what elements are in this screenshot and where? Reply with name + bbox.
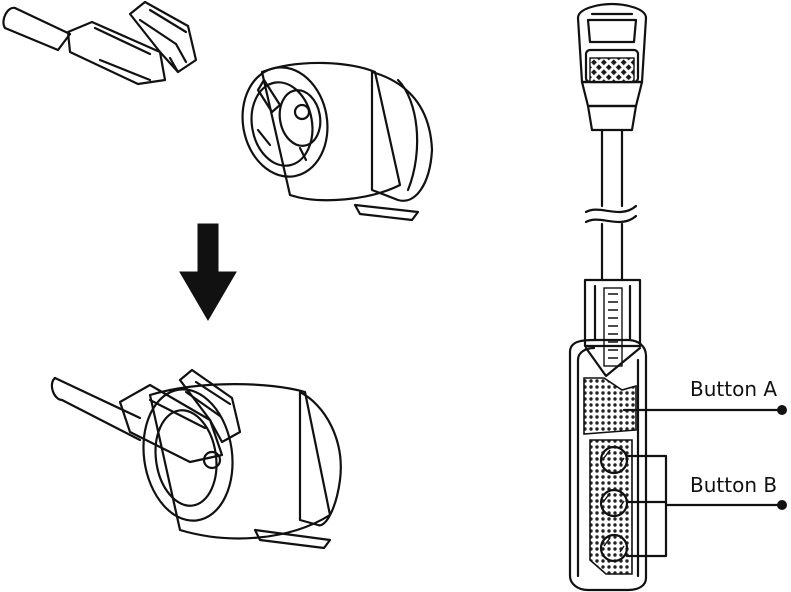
button-b-callout: Button B	[625, 454, 787, 558]
button-a-marker	[777, 405, 787, 415]
button-a-callout: Button A	[622, 377, 787, 415]
button-b-marker	[777, 500, 787, 510]
assembled-flashlight-icon	[50, 368, 342, 550]
button-b-label: Button B	[690, 473, 777, 497]
down-arrow-icon	[179, 223, 237, 321]
remote-pressure-switch-icon	[568, 2, 648, 592]
button-a-label: Button A	[690, 377, 777, 401]
flashlight-tailcap-icon	[241, 61, 434, 222]
cable-plug-icon	[2, 0, 198, 86]
